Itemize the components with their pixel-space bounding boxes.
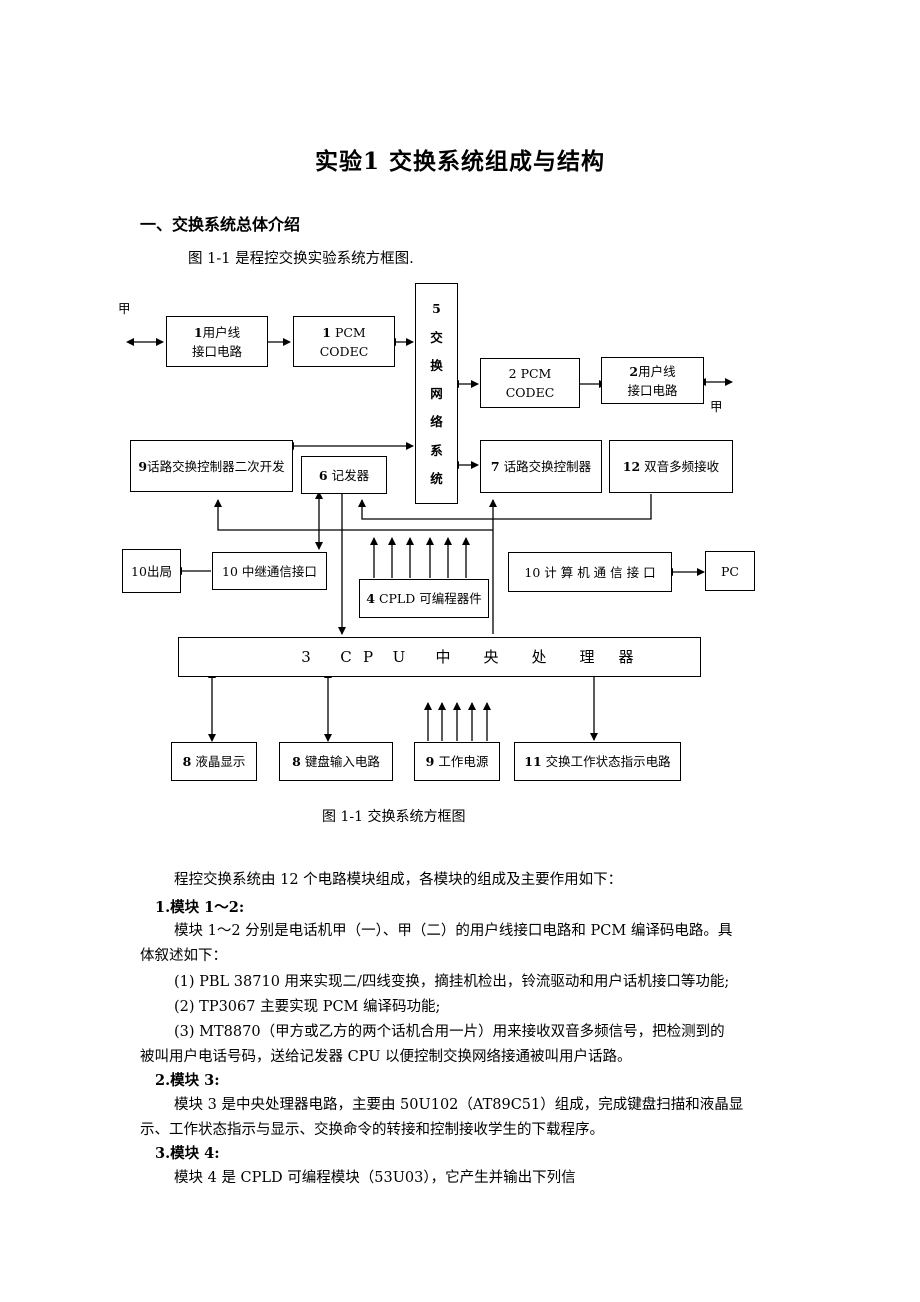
list-item: (1) PBL 38710 用来实现二/四线变换，摘挂机检出，铃流驱动和用户话机… (174, 974, 730, 990)
box-number: 7 (490, 459, 500, 474)
box-char: 央 (483, 647, 499, 666)
box-label: PC (721, 563, 739, 579)
box-char: 中 (435, 647, 451, 666)
box-status-indicator: 11 交换工作状态指示电路 (514, 742, 681, 781)
paragraph: 模块 1～2 分别是电话机甲（一）、甲（二）的用户线接口电路和 PCM 编译码电… (174, 923, 733, 939)
box-user-line-interface-2: 2用户线接口电路 (601, 357, 704, 404)
box-number: 9 (138, 458, 148, 474)
list-item: 被叫用户电话号码，送给记发器 CPU 以便控制交换网络接通被叫用户话路。 (140, 1049, 632, 1065)
box-label: 液晶显示 (191, 754, 246, 769)
box-char: 系 (430, 442, 443, 458)
box-label: 用户线 (638, 363, 676, 379)
box-number: 3 (301, 647, 311, 666)
paragraph: 示、工作状态指示与显示、交换命令的转接和控制接收学生的下载程序。 (140, 1122, 604, 1138)
paragraph: 模块 3 是中央处理器电路，主要由 50U102（AT89C51）组成，完成键盘… (174, 1097, 744, 1113)
subheading-module-4: 3.模块 4: (155, 1145, 220, 1162)
box-relay-interface: 10 中继通信接口 (212, 552, 327, 590)
box-number: 11 (524, 754, 542, 769)
box-label: 10 计 算 机 通 信 接 口 (524, 564, 656, 580)
box-number: 6 (318, 467, 328, 483)
box-number: 12 (622, 459, 641, 474)
box-char: 络 (430, 414, 443, 430)
box-char: 统 (430, 470, 443, 486)
box-label: 接口电路 (627, 382, 678, 398)
paragraph: 程控交换系统由 12 个电路模块组成，各模块的组成及主要作用如下： (174, 872, 623, 888)
box-label: 话路交换控制器 (499, 459, 592, 474)
box-label: 交换工作状态指示电路 (541, 754, 671, 769)
box-number: 8 (182, 754, 192, 769)
page-title: 实验1 交换系统组成与结构 (314, 148, 605, 175)
box-label: 10出局 (131, 563, 172, 579)
box-label: 话路交换控制器二次开发 (147, 458, 285, 474)
box-char: 器 (618, 647, 634, 666)
box-cpu: 3 C P U 中 央 处 理 器 (178, 637, 701, 677)
box-char: 换 (430, 357, 443, 373)
box-lcd: 8 液晶显示 (171, 742, 257, 781)
figure-caption: 图 1-1 交换系统方框图 (322, 809, 466, 825)
box-label: 接口电路 (191, 343, 242, 359)
box-pc: PC (705, 551, 755, 591)
box-label: CODEC (319, 343, 369, 359)
paragraph: 模块 4 是 CPLD 可编程模块（53U03），它产生并输出下列信 (174, 1170, 576, 1186)
box-label: 双音多频接收 (640, 459, 720, 474)
diagram-wires (126, 338, 733, 742)
paragraph: 体叙述如下： (140, 948, 227, 964)
section-heading: 一、交换系统总体介绍 (140, 215, 301, 234)
box-char: P (362, 647, 374, 666)
box-pcm-codec-1: 1 PCM CODEC (293, 316, 395, 367)
box-power: 9 工作电源 (414, 742, 500, 781)
box-char: 交 (430, 329, 443, 345)
box-switch-controller: 7 话路交换控制器 (480, 440, 602, 493)
box-char: C (340, 647, 352, 666)
box-computer-interface: 10 计 算 机 通 信 接 口 (508, 552, 672, 592)
box-label: CPLD 可编程器件 (374, 591, 482, 606)
box-label: 用户线 (202, 324, 241, 340)
box-number: 1 (322, 324, 331, 340)
box-switch-network: 5 交 换 网 络 系 统 (415, 283, 458, 504)
box-keyboard: 8 键盘输入电路 (279, 742, 393, 781)
box-label: 键盘输入电路 (300, 754, 380, 769)
box-trunk-out: 10出局 (122, 549, 181, 593)
box-label: 10 中继通信接口 (222, 563, 317, 579)
box-label: CODEC (505, 385, 555, 400)
phone-a-label-right: 甲 (710, 399, 723, 414)
box-number: 8 (292, 754, 301, 769)
subheading-module-3: 2.模块 3: (155, 1072, 220, 1089)
box-label: 记发器 (327, 467, 370, 483)
box-cpld: 4 CPLD 可编程器件 (359, 579, 489, 618)
box-number: 4 (366, 591, 375, 606)
box-register: 6 记发器 (301, 456, 387, 494)
list-item: (3) MT8870（甲方或乙方的两个话机合用一片）用来接收双音多频信号，把检测… (174, 1024, 725, 1040)
box-char: 理 (579, 647, 595, 666)
box-pcm-codec-2: 2 PCM CODEC (480, 358, 580, 408)
box-number: 1 (193, 324, 203, 340)
subheading-module-1-2: 1.模块 1～2: (155, 899, 245, 916)
box-label: PCM (330, 324, 366, 340)
box-label: 工作电源 (434, 754, 489, 769)
phone-a-label-left: 甲 (118, 301, 131, 316)
box-number: 2 (629, 363, 639, 379)
box-switch-controller-dev: 9话路交换控制器二次开发 (130, 440, 293, 492)
box-number: 5 (432, 301, 441, 317)
box-number: 9 (425, 754, 435, 769)
box-char: 处 (531, 647, 547, 666)
box-char: U (392, 647, 406, 666)
box-dtmf-receiver: 12 双音多频接收 (609, 440, 733, 493)
list-item: (2) TP3067 主要实现 PCM 编译码功能; (174, 999, 441, 1015)
box-char: 网 (430, 386, 443, 401)
intro-text: 图 1-1 是程控交换实验系统方框图. (188, 251, 414, 267)
box-user-line-interface-1: 1用户线接口电路 (166, 316, 268, 367)
box-label: 2 PCM (508, 366, 552, 381)
